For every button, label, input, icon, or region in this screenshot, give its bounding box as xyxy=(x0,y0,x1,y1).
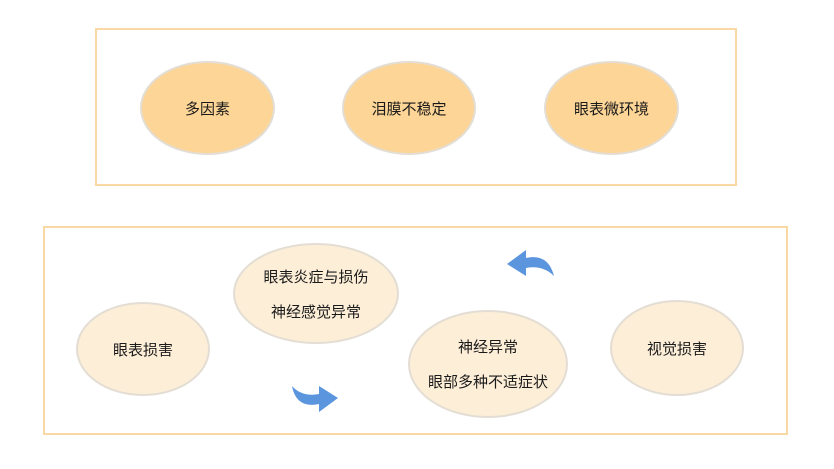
neuro-label-line1: 神经异常 xyxy=(457,338,518,356)
factor-tear-film-label: 泪膜不稳定 xyxy=(371,99,447,118)
inflammation-oval: 眼表炎症与损伤 神经感觉异常 xyxy=(233,243,399,344)
factor-multi-oval: 多因素 xyxy=(140,61,275,155)
factor-tear-film-oval: 泪膜不稳定 xyxy=(342,61,476,155)
factor-microenvironment-label: 眼表微环境 xyxy=(573,99,649,118)
neuro-label-line2: 眼部多种不适症状 xyxy=(427,373,548,391)
neuro-abnormal-oval: 神经异常 眼部多种不适症状 xyxy=(408,310,568,418)
ocular-surface-damage-oval: 眼表损害 xyxy=(76,302,210,396)
factor-multi-label: 多因素 xyxy=(184,99,230,118)
curved-arrow-left-icon xyxy=(507,250,554,276)
curved-arrow-right-icon xyxy=(292,386,338,412)
inflammation-label-line2: 神经感觉异常 xyxy=(270,302,361,321)
factor-microenvironment-oval: 眼表微环境 xyxy=(544,61,679,155)
vision-damage-label: 视觉损害 xyxy=(646,339,707,358)
inflammation-label-line1: 眼表炎症与损伤 xyxy=(263,267,369,286)
vision-damage-oval: 视觉损害 xyxy=(610,300,744,396)
ocular-surface-damage-label: 眼表损害 xyxy=(112,340,173,359)
